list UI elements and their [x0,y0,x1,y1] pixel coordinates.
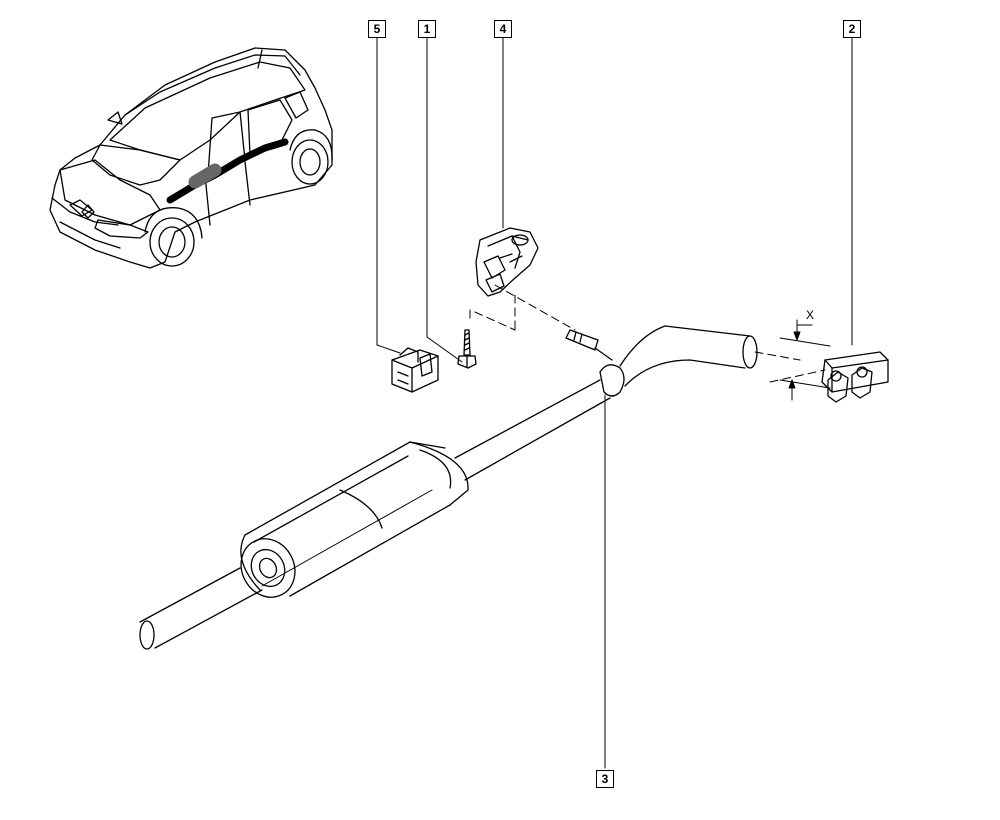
callout-1: 1 [418,20,436,38]
exhaust-pipe [139,325,758,650]
callout-2: 2 [843,20,861,38]
dimension-x-label: X [806,308,815,322]
rubber-mount [475,227,539,297]
bolt [457,329,477,369]
leader-lines [376,36,853,769]
assembly-lines [469,284,826,383]
bracket [821,351,889,403]
clip [391,347,439,393]
callout-5: 5 [368,20,386,38]
car-illustration [49,47,333,269]
callout-3: 3 [596,770,614,788]
callout-4: 4 [494,20,512,38]
dimension-x [779,319,831,401]
